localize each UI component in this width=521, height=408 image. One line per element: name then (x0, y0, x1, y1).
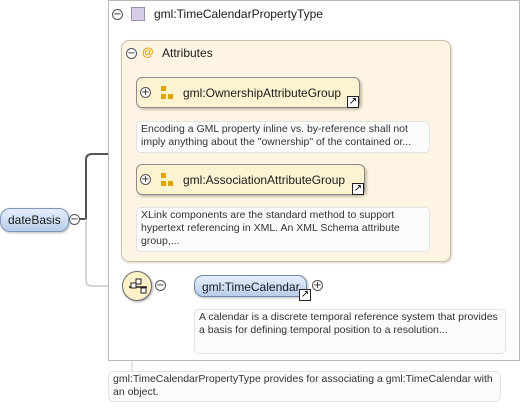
ownership-link-icon[interactable]: ↗ (347, 96, 359, 108)
sequence-icon (129, 278, 147, 294)
root-element-label: dateBasis (8, 213, 61, 227)
ownership-attribute-group[interactable] (136, 77, 360, 108)
sequence-compositor[interactable] (122, 271, 152, 301)
time-calendar-element[interactable] (194, 275, 307, 297)
connector-root-to-attributes (80, 153, 121, 220)
association-attribute-group[interactable] (136, 164, 365, 195)
association-link-icon[interactable]: ↗ (352, 183, 364, 195)
complex-type-icon (131, 7, 145, 21)
root-collapse-icon[interactable]: − (69, 214, 80, 225)
ownership-documentation: Encoding a GML property inline vs. by-re… (136, 121, 430, 153)
association-documentation: XLink components are the standard method… (136, 207, 430, 252)
time-calendar-documentation: A calendar is a discrete temporal refere… (194, 309, 506, 354)
association-group-label: gml:AssociationAttributeGroup (183, 173, 346, 187)
root-element-node[interactable] (0, 208, 69, 232)
time-calendar-link-icon[interactable]: ↗ (299, 289, 311, 301)
association-expand-icon[interactable]: + (140, 174, 151, 185)
ownership-expand-icon[interactable]: + (140, 87, 151, 98)
connector-root-to-sequence (85, 219, 122, 287)
attributes-collapse-icon[interactable]: − (126, 48, 137, 59)
ownership-group-label: gml:OwnershipAttributeGroup (183, 86, 342, 100)
type-title: gml:TimeCalendarPropertyType (154, 7, 323, 21)
sequence-collapse-icon[interactable]: − (155, 280, 166, 291)
time-calendar-expand-icon[interactable]: + (312, 280, 323, 291)
type-collapse-icon[interactable]: − (112, 9, 123, 20)
type-summary-documentation: gml:TimeCalendarPropertyType provides fo… (108, 371, 501, 402)
attribute-at-icon: @ (142, 45, 154, 59)
attributes-title: Attributes (162, 46, 213, 60)
attribute-group-icon (161, 173, 175, 187)
time-calendar-label: gml:TimeCalendar (202, 280, 300, 294)
attribute-group-icon (161, 86, 175, 100)
